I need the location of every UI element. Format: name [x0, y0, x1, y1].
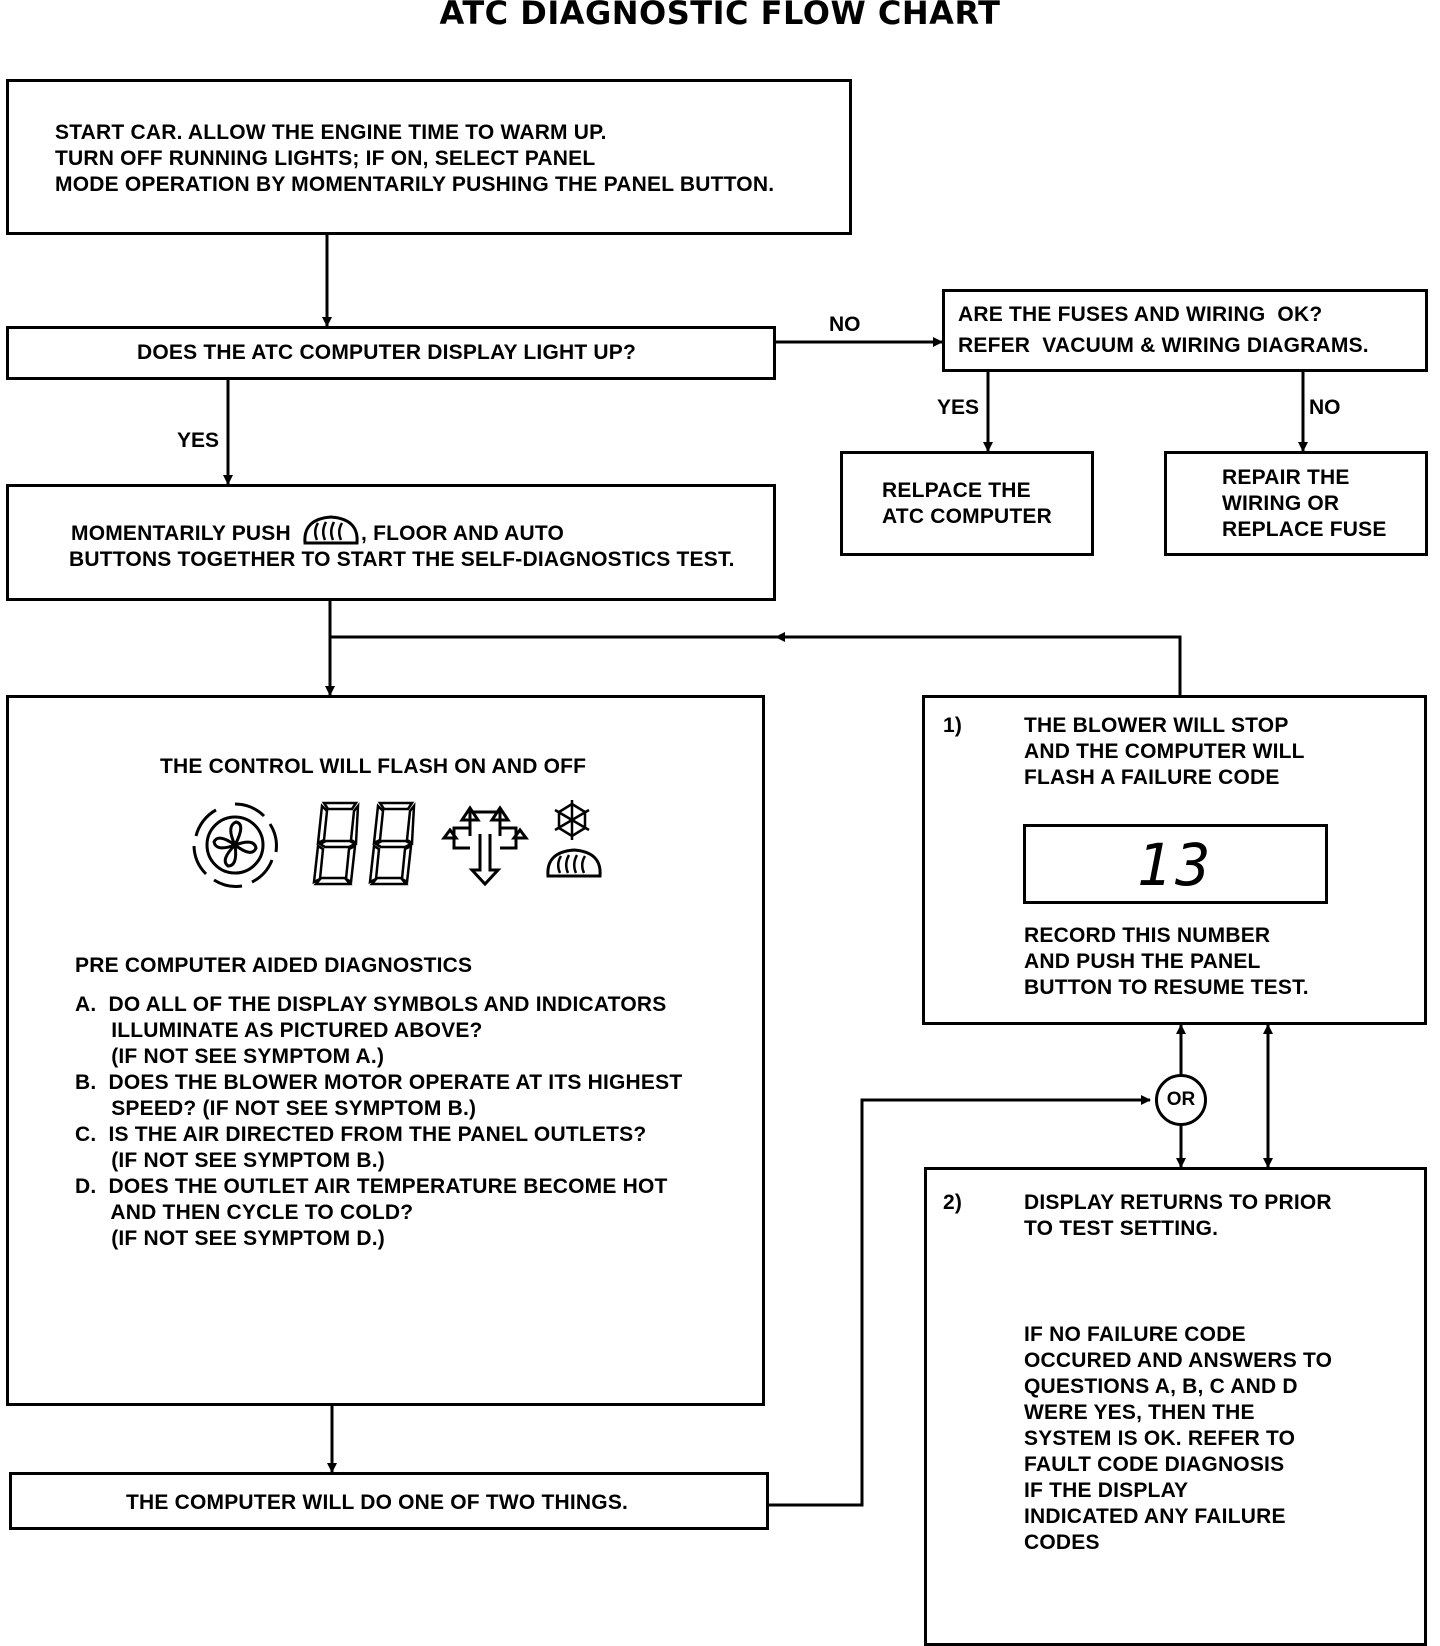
pre-diagnostics-title: PRE COMPUTER AIDED DIAGNOSTICS	[75, 954, 473, 977]
display-light-box	[6, 326, 776, 380]
fuses-wiring-box	[942, 289, 1428, 372]
push-buttons-line1-b: , FLOOR AND AUTO	[361, 522, 565, 545]
page-title: ATC DIAGNOSTIC FLOW CHART	[439, 0, 1001, 32]
yes-label-display: YES	[177, 429, 220, 452]
replace-computer-text: RELPACE THE ATC COMPUTER	[882, 479, 1053, 528]
two-things-box	[9, 1472, 769, 1530]
failure-code-box	[922, 695, 1427, 1025]
rear-defrost-display-icon	[546, 848, 602, 878]
failure-code-display: 13	[1023, 824, 1328, 904]
diagnostic-questions: A. DO ALL OF THE DISPLAY SYMBOLS AND IND…	[75, 993, 683, 1250]
repair-wiring-box	[1164, 451, 1428, 556]
replace-computer-box	[840, 451, 1094, 556]
no-failure-text: IF NO FAILURE CODE OCCURED AND ANSWERS T…	[1024, 1323, 1333, 1554]
push-buttons-line1-a: MOMENTARILY PUSH	[71, 522, 291, 545]
control-flash-text: THE CONTROL WILL FLASH ON AND OFF	[160, 755, 587, 778]
arrow-two-to-or	[768, 1095, 1151, 1507]
start-car-box	[6, 79, 852, 235]
failure-code-number: 1)	[943, 714, 963, 737]
no-label-fuses: NO	[1309, 396, 1341, 419]
repair-wiring-text: REPAIR THE WIRING OR REPLACE FUSE	[1222, 466, 1387, 541]
failure-code-digits: 13	[1136, 831, 1215, 899]
start-car-text: START CAR. ALLOW THE ENGINE TIME TO WARM…	[55, 121, 775, 196]
yes-label-fuses: YES	[937, 396, 980, 419]
airflow-mode-icon	[441, 805, 529, 887]
no-label-display: NO	[829, 313, 861, 336]
two-things-text: THE COMPUTER WILL DO ONE OF TWO THINGS.	[126, 1491, 629, 1514]
display-returns-text: DISPLAY RETURNS TO PRIOR TO TEST SETTING…	[1024, 1191, 1332, 1240]
control-flash-box	[6, 695, 765, 1406]
snowflake-icon	[554, 800, 590, 840]
record-number-text: RECORD THIS NUMBER AND PUSH THE PANEL BU…	[1024, 924, 1309, 999]
push-buttons-box	[6, 484, 776, 601]
fuses-wiring-text: ARE THE FUSES AND WIRING OK? REFER VACUU…	[958, 303, 1369, 357]
display-returns-box	[924, 1167, 1427, 1646]
rear-defrost-icon	[303, 515, 359, 545]
display-returns-number: 2)	[943, 1191, 963, 1214]
failure-code-text: THE BLOWER WILL STOP AND THE COMPUTER WI…	[1024, 714, 1305, 789]
seven-segment-88-icon	[312, 801, 416, 886]
fan-icon	[192, 802, 278, 888]
push-buttons-line2: BUTTONS TOGETHER TO START THE SELF-DIAGN…	[69, 548, 735, 571]
arrow-loop-back	[330, 635, 1182, 695]
display-light-text: DOES THE ATC COMPUTER DISPLAY LIGHT UP?	[137, 341, 637, 364]
or-connector: OR	[1155, 1074, 1207, 1126]
